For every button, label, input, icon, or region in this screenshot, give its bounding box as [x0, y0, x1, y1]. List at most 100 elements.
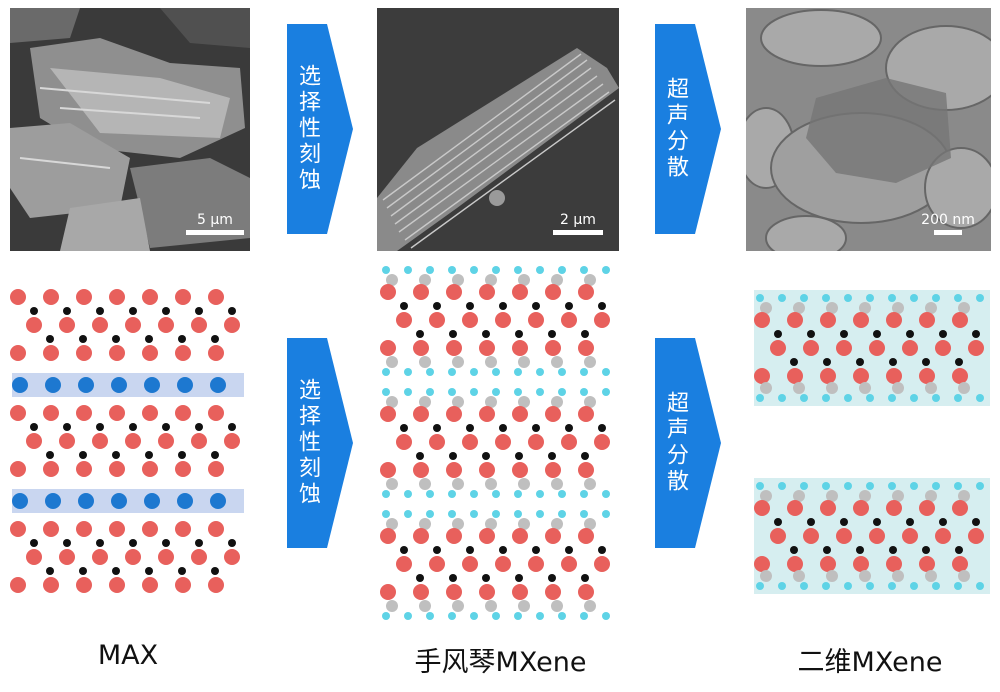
terminal-atom: [844, 482, 852, 490]
x-atom: [211, 567, 219, 575]
m-atom: [545, 284, 561, 300]
m-atom: [76, 461, 92, 477]
terminal-atom: [910, 582, 918, 590]
terminal-atom: [602, 266, 610, 274]
m-atom: [43, 405, 59, 421]
x-atom: [532, 424, 540, 432]
m-atom: [820, 312, 836, 328]
terminal-atom: [778, 482, 786, 490]
m-atom: [754, 312, 770, 328]
terminal-atom: [954, 294, 962, 302]
m-atom: [224, 317, 240, 333]
m-atom: [853, 500, 869, 516]
m-atom: [10, 521, 26, 537]
terminal-atom: [514, 490, 522, 498]
terminal-atom: [584, 518, 596, 530]
m-atom: [76, 405, 92, 421]
m-atom: [158, 549, 174, 565]
x-atom: [466, 424, 474, 432]
terminal-atom: [584, 356, 596, 368]
terminal-atom: [426, 388, 434, 396]
x-atom: [598, 424, 606, 432]
terminal-atom: [514, 612, 522, 620]
x-atom: [515, 574, 523, 582]
terminal-atom: [800, 394, 808, 402]
m-atom: [446, 406, 462, 422]
x-atom: [162, 423, 170, 431]
x-atom: [416, 452, 424, 460]
m-atom: [142, 521, 158, 537]
terminal-atom: [426, 510, 434, 518]
terminal-atom: [892, 382, 904, 394]
terminal-atom: [866, 294, 874, 302]
m-atom: [578, 340, 594, 356]
x-atom: [228, 423, 236, 431]
m-atom: [109, 461, 125, 477]
terminal-atom: [426, 266, 434, 274]
twod-structure: [754, 290, 990, 594]
terminal-atom: [910, 394, 918, 402]
m-atom: [594, 434, 610, 450]
terminal-atom: [558, 490, 566, 498]
x-atom: [499, 546, 507, 554]
twod-label: 二维MXene: [797, 647, 943, 678]
m-atom: [479, 340, 495, 356]
m-atom: [446, 340, 462, 356]
m-atom: [10, 289, 26, 305]
m-atom: [462, 312, 478, 328]
m-atom: [594, 556, 610, 572]
x-atom: [46, 567, 54, 575]
x-atom: [840, 518, 848, 526]
terminal-atom: [382, 490, 390, 498]
terminal-atom: [826, 490, 838, 502]
terminal-atom: [925, 382, 937, 394]
terminal-atom: [800, 482, 808, 490]
x-atom: [482, 452, 490, 460]
terminal-atom: [382, 510, 390, 518]
terminal-atom: [386, 356, 398, 368]
x-atom: [30, 423, 38, 431]
m-atom: [380, 584, 396, 600]
terminal-atom: [448, 388, 456, 396]
m-atom: [76, 345, 92, 361]
terminal-atom: [514, 388, 522, 396]
terminal-atom: [551, 396, 563, 408]
terminal-atom: [584, 478, 596, 490]
terminal-atom: [382, 388, 390, 396]
terminal-atom: [492, 368, 500, 376]
x-atom: [112, 451, 120, 459]
x-atom: [112, 335, 120, 343]
terminal-atom: [760, 302, 772, 314]
terminal-atom: [492, 266, 500, 274]
x-atom: [807, 330, 815, 338]
x-atom: [466, 546, 474, 554]
terminal-atom: [976, 482, 984, 490]
terminal-atom: [822, 582, 830, 590]
x-atom: [807, 518, 815, 526]
terminal-atom: [925, 570, 937, 582]
m-atom: [380, 340, 396, 356]
terminal-atom: [518, 274, 530, 286]
a-atom: [12, 377, 28, 393]
m-atom: [902, 340, 918, 356]
terminal-atom: [404, 510, 412, 518]
x-atom: [922, 546, 930, 554]
x-atom: [906, 330, 914, 338]
m-atom: [787, 312, 803, 328]
m-atom: [413, 284, 429, 300]
terminal-atom: [844, 582, 852, 590]
m-atom: [820, 368, 836, 384]
m-atom: [770, 340, 786, 356]
m-atom: [545, 406, 561, 422]
m-atom: [479, 406, 495, 422]
m-atom: [886, 500, 902, 516]
x-atom: [466, 302, 474, 310]
terminal-atom: [492, 612, 500, 620]
terminal-atom: [859, 382, 871, 394]
x-atom: [499, 424, 507, 432]
x-atom: [598, 546, 606, 554]
terminal-atom: [954, 482, 962, 490]
x-atom: [955, 358, 963, 366]
a-atom: [111, 377, 127, 393]
terminal-atom: [580, 368, 588, 376]
